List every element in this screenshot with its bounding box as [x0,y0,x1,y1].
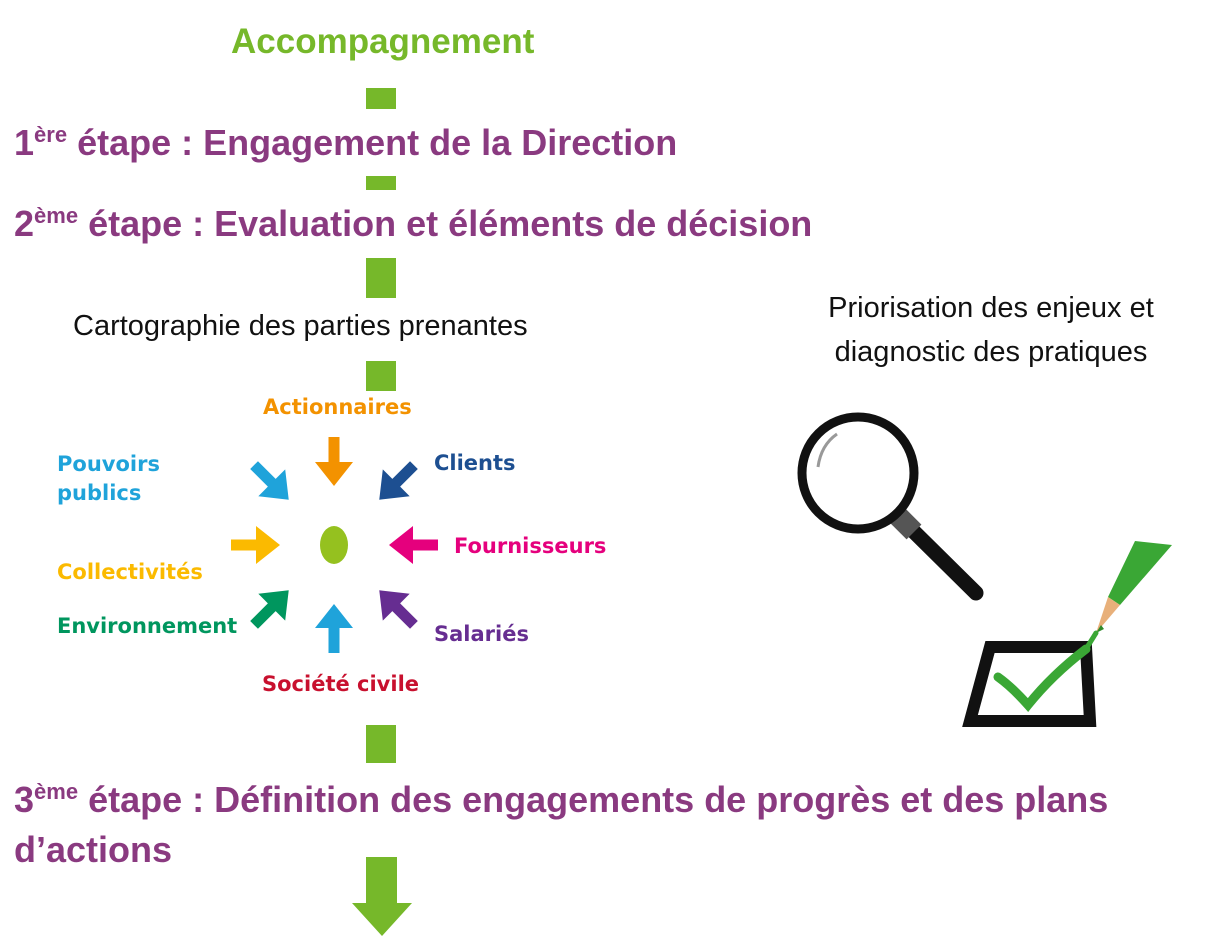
step-2-suffix: ème [34,203,79,228]
step-1-text: étape : Engagement de la Direction [67,122,678,163]
step-3-number: 3 [14,779,35,820]
priorisation-label: Priorisation des enjeux et diagnostic de… [796,286,1186,374]
page-title: Accompagnement [231,22,535,61]
stakeholder-pouvoirs-publics: Pouvoirs publics [57,450,160,508]
connector-4 [366,361,396,391]
stakeholder-pouvoirs-line2: publics [57,481,142,505]
arrow-environnement-icon [250,590,289,629]
stakeholder-environnement: Environnement [57,614,238,638]
step-1: 1ère étape : Engagement de la Direction [14,122,677,164]
priorisation-line2: diagnostic des pratiques [834,336,1148,368]
connector-2 [366,176,396,190]
cartography-label: Cartographie des parties prenantes [73,310,528,342]
checkbox-pencil-icon [962,541,1172,727]
step-2-number: 2 [14,203,35,244]
stakeholder-actionnaires: Actionnaires [263,395,412,419]
arrow-pouvoirs-icon [250,461,289,500]
step-1-number: 1 [14,122,35,163]
connector-5 [366,725,396,763]
step-3-suffix: ème [34,779,79,804]
arrow-clients-icon [379,461,418,500]
connector-1 [366,88,396,109]
arrow-fournisseurs-icon [389,526,438,564]
down-arrow-icon [352,857,412,936]
stakeholder-salaries: Salariés [434,622,529,646]
step-1-suffix: ère [34,122,68,147]
stakeholder-pouvoirs-line1: Pouvoirs [57,452,160,476]
connector-3 [366,258,396,298]
step-2: 2ème étape : Evaluation et éléments de d… [14,203,812,245]
stakeholder-fournisseurs: Fournisseurs [454,534,607,558]
arrow-collectivites-icon [231,526,280,564]
magnifying-glass-icon [797,412,984,601]
arrow-salaries-icon [379,590,418,629]
center-dot [320,526,348,564]
stakeholder-clients: Clients [434,451,516,475]
stakeholder-collectivites: Collectivités [57,560,203,584]
step-2-text: étape : Evaluation et éléments de décisi… [78,203,813,244]
arrow-actionnaires-icon [315,437,353,486]
priorisation-line1: Priorisation des enjeux et [828,292,1154,324]
step-3-text: étape : Définition des engagements de pr… [14,779,1109,870]
step-3: 3ème étape : Définition des engagements … [14,775,1164,875]
stakeholder-societe-civile: Société civile [262,672,420,696]
arrow-societe-icon [315,604,353,653]
